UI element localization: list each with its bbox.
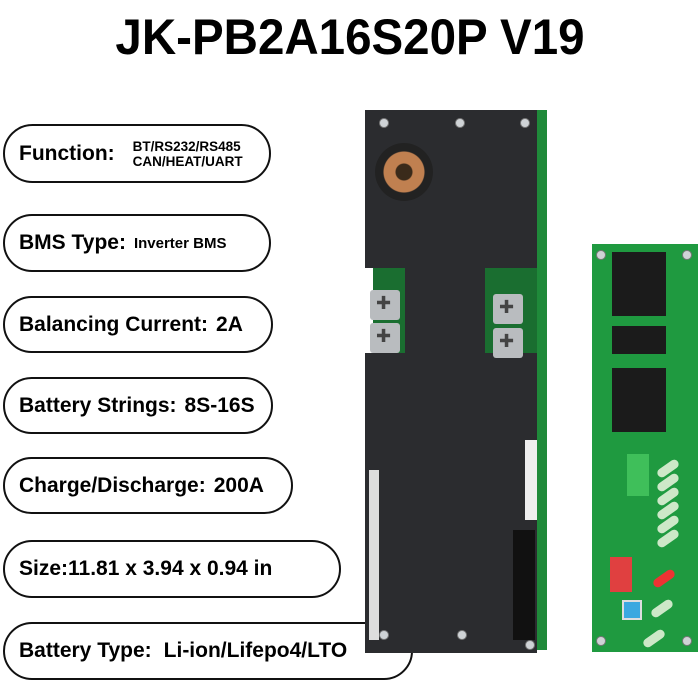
mounting-hole	[596, 636, 606, 646]
mounting-hole	[682, 636, 692, 646]
spec-value-line: BT/RS232/RS485	[132, 138, 241, 154]
bms-board-image	[365, 110, 547, 655]
b-minus-terminal	[370, 290, 400, 320]
spec-label: Charge/Discharge:	[19, 473, 206, 497]
led-indicator	[649, 597, 675, 620]
spec-value: Li-ion/Lifepo4/LTO	[163, 639, 348, 662]
spec-value-line: CAN/HEAT/UART	[132, 153, 243, 169]
spec-function: Function: BT/RS232/RS485 CAN/HEAT/UART	[3, 124, 271, 183]
spec-charge-discharge: Charge/Discharge: 200A	[3, 457, 293, 514]
spec-label: Balancing Current:	[19, 312, 209, 336]
spec-value: 2A	[216, 312, 243, 336]
product-title: JK-PB2A16S20P V19	[115, 9, 585, 65]
interface-board-image	[592, 244, 698, 652]
spec-label: Battery Type:	[19, 639, 152, 662]
mounting-hole	[457, 630, 467, 640]
spec-size: Size: 11.81 x 3.94 x 0.94 in	[3, 540, 341, 598]
p1-connector	[513, 530, 535, 640]
spec-battery-strings: Battery Strings: 8S-16S	[3, 377, 273, 434]
spec-label: Function:	[19, 141, 115, 165]
spec-value: BT/RS232/RS485 CAN/HEAT/UART	[133, 139, 243, 169]
spec-label: BMS Type:	[19, 231, 126, 254]
toroid-coil	[375, 143, 433, 201]
spec-battery-type: Battery Type: Li-ion/Lifepo4/LTO	[3, 622, 413, 680]
reset-button	[622, 600, 642, 620]
rj45-double-port	[612, 368, 666, 432]
green-terminal-block	[627, 454, 649, 496]
mounting-hole	[520, 118, 530, 128]
spec-label: Battery Strings:	[19, 393, 177, 417]
spec-value: Inverter BMS	[133, 234, 227, 252]
mounting-hole	[525, 640, 535, 650]
mounting-hole	[379, 630, 389, 640]
pcb-edge	[537, 110, 547, 650]
bottom-cover	[365, 353, 537, 653]
white-connector	[525, 440, 537, 520]
spec-value: 11.81 x 3.94 x 0.94 in	[68, 557, 273, 580]
spec-label: Size:	[19, 557, 69, 580]
rj11-port	[612, 326, 666, 354]
balance-connector	[369, 470, 379, 640]
spec-balancing-current: Balancing Current: 2A	[3, 296, 273, 353]
b-minus-terminal	[370, 323, 400, 353]
led-indicator	[641, 627, 667, 650]
mounting-hole	[455, 118, 465, 128]
p-minus-terminal	[493, 328, 523, 358]
spec-bms-type: BMS Type: Inverter BMS	[3, 214, 271, 272]
spec-value: 200A	[213, 473, 264, 497]
mid-cover	[405, 268, 485, 353]
mounting-hole	[682, 250, 692, 260]
mounting-hole	[596, 250, 606, 260]
mounting-hole	[379, 118, 389, 128]
p-minus-terminal	[493, 294, 523, 324]
spec-value: 8S-16S	[184, 393, 255, 417]
dip-switch	[610, 557, 632, 592]
rj45-double-port	[612, 252, 666, 316]
led-indicator	[651, 567, 677, 590]
